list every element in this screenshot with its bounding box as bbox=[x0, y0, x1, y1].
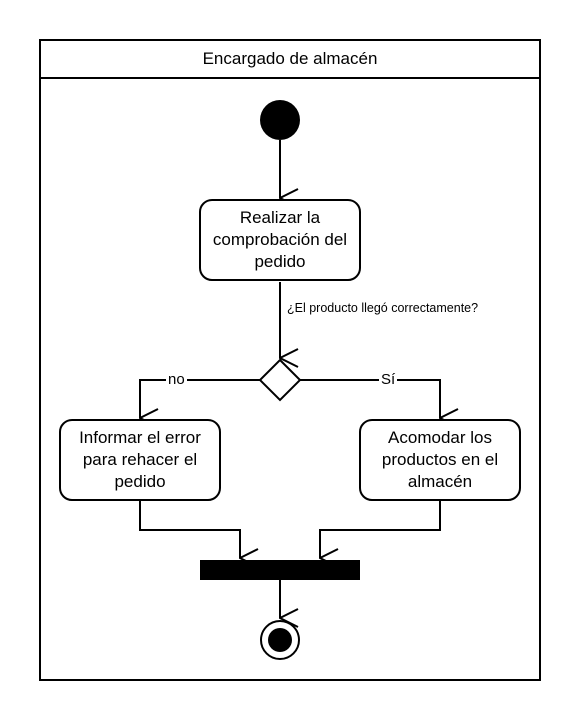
branch-yes-label: Sí bbox=[379, 371, 398, 388]
check-order-label: Realizar la comprobación del pedido bbox=[212, 208, 348, 271]
edge-store-to-join bbox=[319, 500, 441, 558]
action-check-order bbox=[199, 199, 361, 281]
report-error-label: Informar el error para rehacer el pedido bbox=[79, 428, 201, 491]
swimlane-title: Encargado de almacén bbox=[202, 49, 378, 68]
edge-decision-no bbox=[139, 379, 260, 418]
store-products-label: Acomodar los productos en el almacén bbox=[381, 428, 499, 491]
decision-node bbox=[258, 358, 302, 402]
decision-question-label: ¿El producto llegó correctamente? bbox=[287, 301, 479, 315]
action-store-products bbox=[359, 419, 521, 501]
edge-decision-yes bbox=[300, 379, 440, 418]
branch-no-label: no bbox=[166, 371, 187, 388]
initial-node bbox=[260, 100, 300, 140]
final-node-dot bbox=[268, 628, 292, 652]
action-report-error bbox=[59, 419, 221, 501]
edge-report-to-join bbox=[139, 500, 240, 558]
join-bar bbox=[200, 560, 360, 580]
